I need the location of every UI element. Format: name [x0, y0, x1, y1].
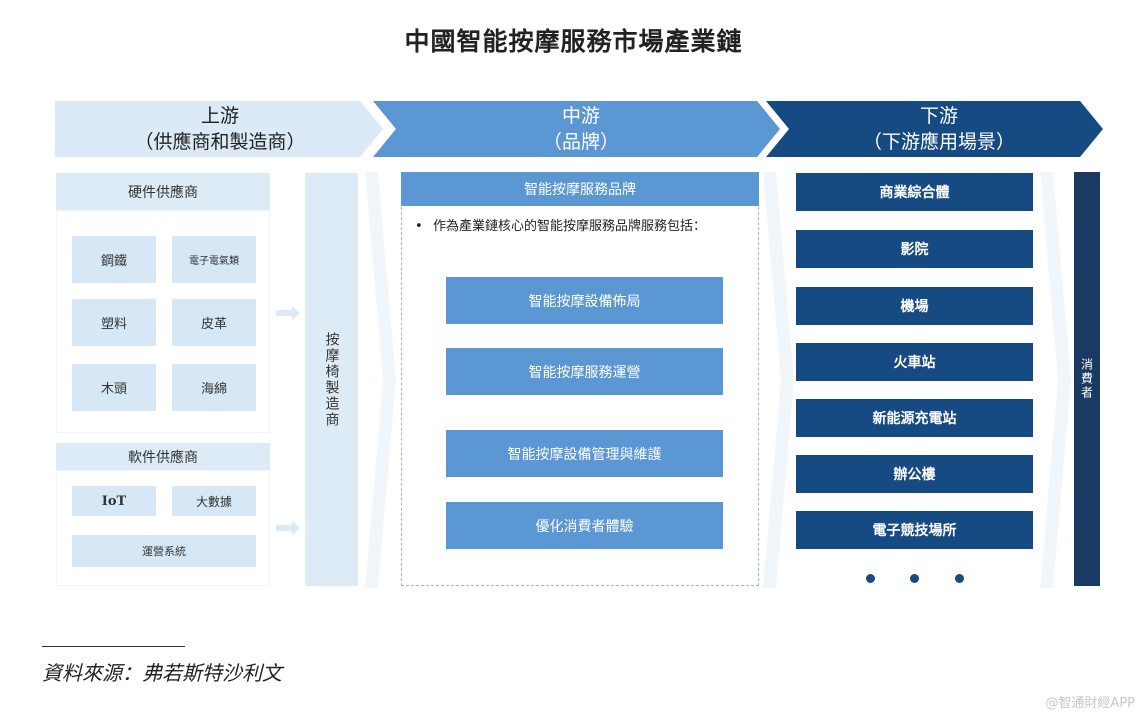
brand-bullet-text: 作為產業鏈核心的智能按摩服務品牌服務包括：: [433, 219, 707, 234]
midstream-line2: （品牌）: [542, 131, 619, 153]
brand-item: 智能按摩設備佈局: [446, 277, 723, 324]
downstream-label: 下游 （下游應用場景）: [789, 103, 1089, 155]
upstream-line1: 上游: [200, 105, 239, 127]
software-item: 運營系統: [72, 535, 256, 567]
chevron-1: [365, 172, 396, 588]
upstream-label: 上游 （供應商和製造商）: [55, 103, 385, 155]
upstream-line2: （供應商和製造商）: [134, 131, 306, 153]
ellipsis-dot-icon: [910, 574, 919, 583]
page-title: 中國智能按摩服務市場產業鏈: [404, 27, 743, 56]
hardware-connector-arrow: [276, 306, 300, 320]
chevron-3: [1040, 172, 1071, 588]
hardware-item: 塑料: [72, 299, 156, 346]
software-connector-arrow: [276, 521, 300, 535]
downstream-line2: （下游應用場景）: [862, 131, 1015, 153]
hardware-item: 海綿: [172, 364, 256, 411]
downstream-line1: 下游: [919, 105, 958, 127]
midstream-arrow: [373, 101, 780, 157]
source-divider: [42, 646, 185, 647]
software-header: 軟件供應商: [56, 443, 270, 470]
consumer-column: 消費者: [1074, 172, 1100, 586]
scenario-item: 影院: [796, 230, 1033, 268]
hardware-item: 皮革: [172, 299, 256, 346]
software-item: 大數據: [172, 486, 256, 516]
upstream-arrow: [55, 101, 383, 157]
scenario-item: 機場: [796, 287, 1033, 325]
ellipsis-dot-icon: [955, 574, 964, 583]
brand-item: 智能按摩設備管理與維護: [446, 430, 723, 477]
scenario-item: 新能源充電站: [796, 399, 1033, 437]
manufacturer-label: 按摩椅製造商: [323, 331, 340, 428]
midstream-label: 中游 （品牌）: [396, 103, 766, 155]
scenario-item: 辦公樓: [796, 455, 1033, 493]
software-item: IoT: [72, 486, 156, 516]
hardware-item: 電子電氣類: [172, 236, 256, 283]
midstream-line1: 中游: [561, 105, 600, 127]
brand-header: 智能按摩服務品牌: [401, 172, 759, 206]
bullet-dot-icon: •: [415, 219, 423, 234]
source-note: 資料來源：弗若斯特沙利文: [42, 661, 282, 685]
brand-bullet: • 作為產業鏈核心的智能按摩服務品牌服務包括：: [415, 218, 725, 236]
hardware-header: 硬件供應商: [56, 173, 270, 210]
downstream-arrow: [766, 101, 1103, 157]
scenario-item: 商業綜合體: [796, 173, 1033, 211]
brand-item: 智能按摩服務運營: [446, 348, 723, 395]
watermark: @智通財經APP: [1045, 696, 1135, 711]
brand-item: 優化消費者體驗: [446, 502, 723, 549]
consumer-label: 消費者: [1079, 358, 1094, 400]
hardware-item: 鋼鐵: [72, 236, 156, 283]
chevron-2: [763, 172, 794, 588]
manufacturer-column: 按摩椅製造商: [305, 173, 358, 586]
hardware-item: 木頭: [72, 364, 156, 411]
ellipsis-dot-icon: [866, 574, 875, 583]
scenario-item: 電子競技場所: [796, 511, 1033, 549]
scenario-item: 火車站: [796, 343, 1033, 381]
